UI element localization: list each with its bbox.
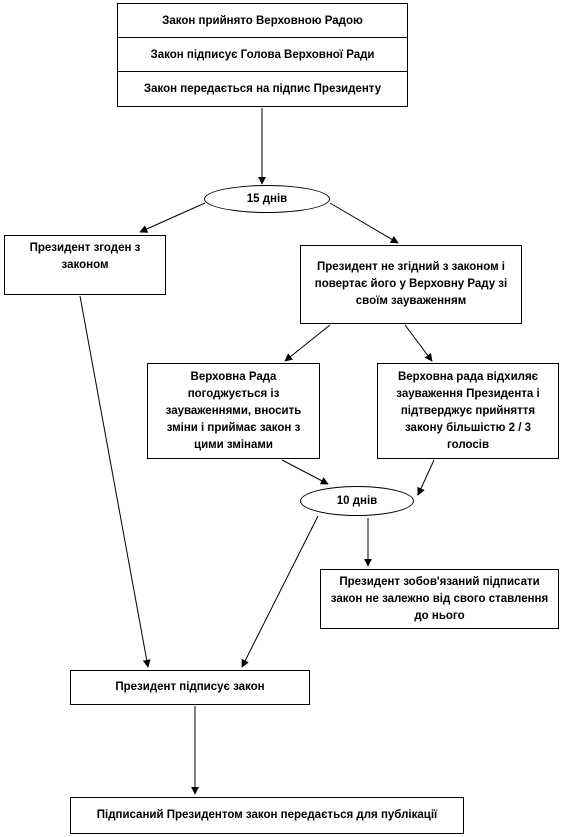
arrow-15days-to-agree <box>139 202 206 233</box>
box-rada-agrees: Верховна Рада погоджується із зауваження… <box>147 363 320 459</box>
arrow-15days-to-disagree <box>329 202 399 244</box>
box-rada-rejects: Верховна рада відхиляє зауваження Презид… <box>377 363 559 459</box>
box-president-signs: Президент підписує закон <box>70 670 310 705</box>
oval-10-days: 10 днів <box>300 486 414 516</box>
arrow-disagree-to-rada-rejects <box>404 324 433 362</box>
box-president-obliged: Президент зобов'язаний підписати закон н… <box>320 569 559 629</box>
stack-item-sent-to-president: Закон передається на підпис Президенту <box>143 83 382 95</box>
box-published: Підписаний Президентом закон передається… <box>70 797 464 834</box>
box-president-disagrees: Президент не згідний з законом і поверта… <box>300 245 522 324</box>
arrow-disagree-to-rada-agrees <box>284 324 331 362</box>
arrow-rada-agrees-to-10days <box>281 459 329 485</box>
oval-15-days: 15 днів <box>204 185 330 213</box>
arrow-rada-rejects-to-10days <box>417 459 435 496</box>
arrow-10days-to-signs <box>241 515 319 668</box>
arrow-agree-to-signs <box>79 295 151 668</box>
stack-item-chair-signs: Закон підписує Голова Верховної Ради <box>118 38 407 72</box>
stack-item-adopted: Закон прийнято Верховною Радою <box>118 4 407 38</box>
top-stack: Закон прийнято Верховною Радою Закон під… <box>117 3 408 107</box>
box-president-agrees: Президент згоден з законом <box>4 235 166 295</box>
